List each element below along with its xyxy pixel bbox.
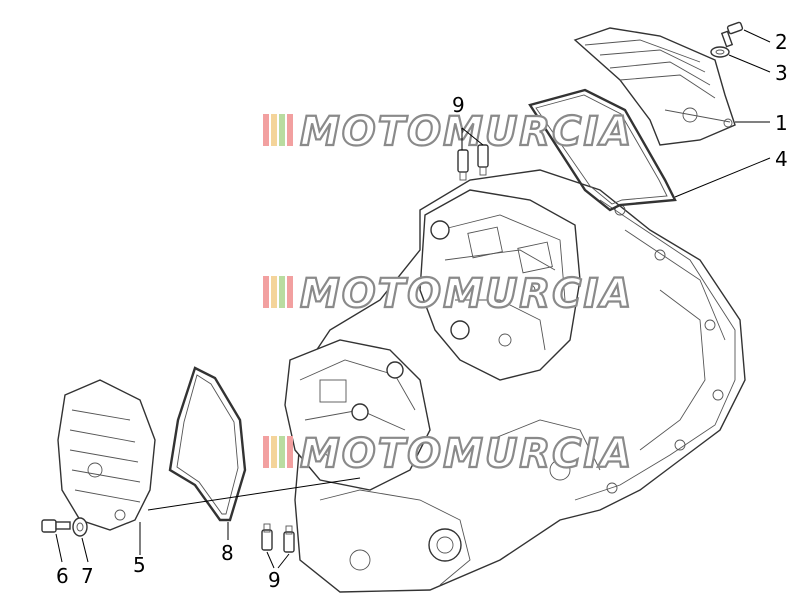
upper-gasket <box>528 88 677 212</box>
callout-4: 4 <box>775 147 788 171</box>
watermark-bottom: MOTOMURCIA <box>263 430 633 478</box>
lower-bolt <box>41 519 71 533</box>
watermark-text-bottom: MOTOMURCIA <box>300 431 633 477</box>
callout-7: 7 <box>81 564 94 588</box>
callout-1: 1 <box>775 111 788 135</box>
watermark-text-middle: MOTOMURCIA <box>300 271 633 317</box>
callout-3: 3 <box>775 61 788 85</box>
washer <box>710 46 730 58</box>
callout-2: 2 <box>775 30 788 54</box>
callout-8: 8 <box>221 541 234 565</box>
lower-plugs <box>261 523 295 553</box>
watermark-middle: MOTOMURCIA <box>263 270 633 318</box>
callout-9-bottom: 9 <box>268 568 281 592</box>
upper-valve-cover <box>573 27 736 146</box>
lower-washer <box>72 517 88 537</box>
upper-plugs <box>457 144 489 181</box>
leader-lines <box>55 29 771 569</box>
engine-block <box>284 169 746 593</box>
lower-gasket <box>168 366 247 522</box>
callout-6: 6 <box>56 564 69 588</box>
callout-5: 5 <box>133 553 146 577</box>
watermark-top: MOTOMURCIA <box>263 108 633 156</box>
watermark-text-top: MOTOMURCIA <box>300 109 633 155</box>
bolt <box>720 21 744 48</box>
lower-valve-cover <box>57 379 156 531</box>
callout-9-top: 9 <box>452 93 465 117</box>
